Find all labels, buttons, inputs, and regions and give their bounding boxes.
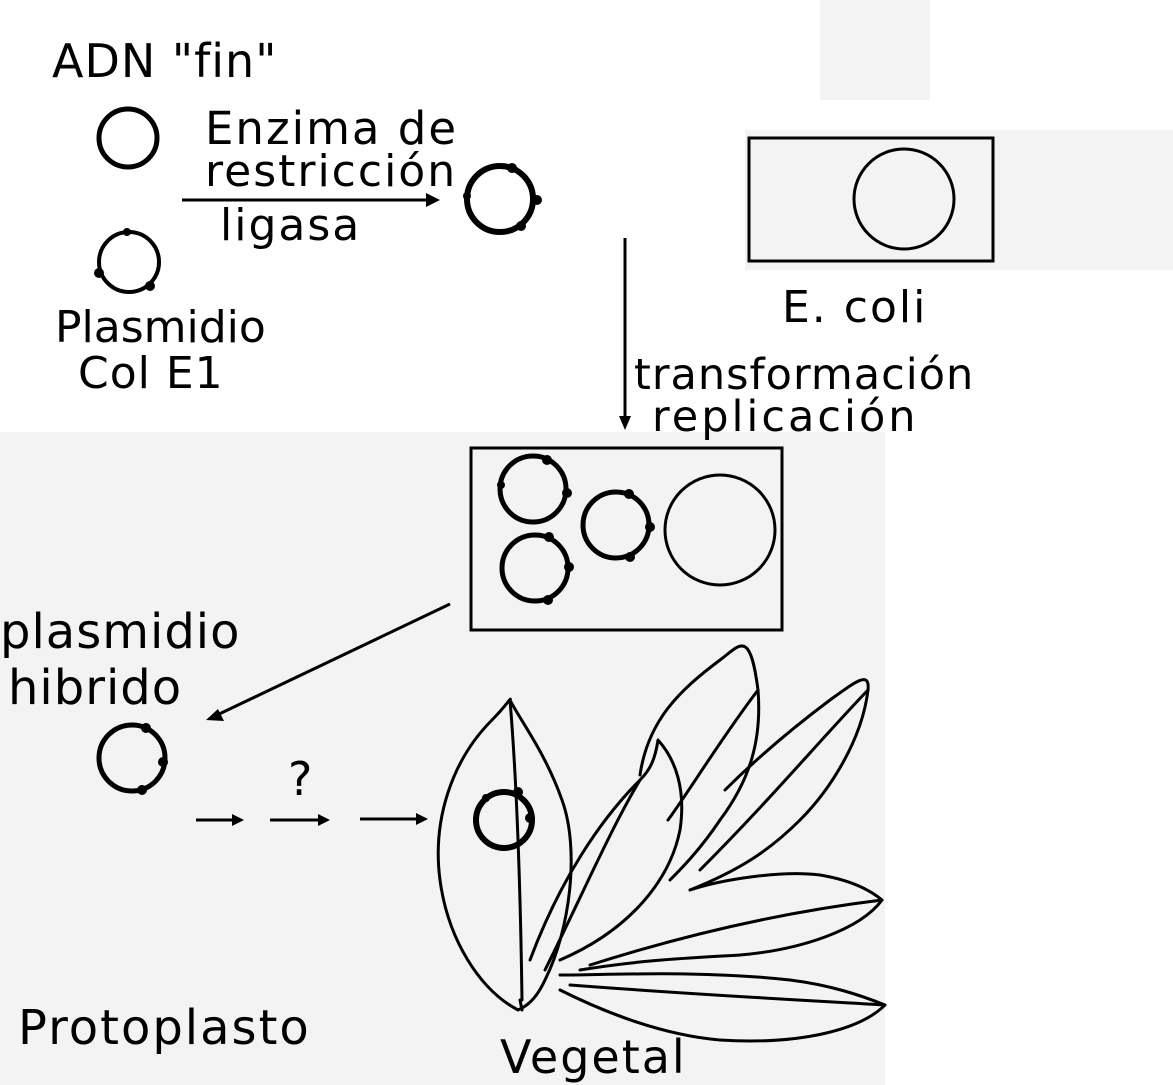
restriccion-label: restricción	[205, 146, 457, 197]
hybrid-plasmid-copy	[502, 535, 568, 601]
plant-drawing	[438, 646, 885, 1041]
restriction-site-dot	[145, 281, 155, 291]
restriction-site-dot	[497, 481, 505, 489]
vegetal-label: Vegetal	[500, 1030, 687, 1084]
adn-fin-circle	[99, 109, 157, 167]
hybrid-arrow-head	[206, 709, 224, 721]
restriction-site-dot	[525, 813, 535, 823]
restriction-site-dot	[516, 221, 526, 231]
plasmidio-label: Plasmidio	[55, 302, 266, 353]
restriction-site-dot	[158, 757, 168, 767]
restriction-site-dot	[564, 562, 574, 572]
protoplasto-label: Protoplasto	[18, 1000, 311, 1056]
restriction-site-dot	[543, 595, 553, 605]
restriction-site-dot	[542, 455, 552, 465]
hybrid-plasmid-copy	[500, 456, 566, 522]
restriction-site-dot	[94, 268, 104, 278]
plasmidio-hibrido-circle	[99, 725, 165, 791]
restriction-site-dot	[544, 532, 554, 542]
hibrido-label: hibrido	[8, 660, 182, 716]
restriction-site-dot	[507, 163, 517, 173]
restriction-site-dot	[141, 723, 151, 733]
col-e1-label: Col E1	[78, 348, 224, 399]
restriction-site-dot	[624, 489, 634, 499]
restriction-site-dot	[532, 195, 542, 205]
restriction-site-dot	[463, 192, 471, 200]
restriction-site-dot	[482, 794, 490, 802]
restriction-site-dot	[137, 785, 147, 795]
hybrid-arrow	[215, 604, 450, 716]
transfer-arrow-head	[232, 814, 244, 826]
transfer-arrow-head	[318, 814, 330, 826]
plasmidio-hibrido-label: plasmidio	[0, 604, 241, 660]
restriction-site-dot	[645, 522, 655, 532]
ecoli-chromosome-circle	[665, 475, 775, 585]
transformation-arrow-head	[619, 416, 631, 430]
restriction-site-dot	[562, 488, 572, 498]
replicacion-label: replicación	[652, 392, 919, 442]
ecoli-chromosome-circle	[854, 149, 954, 249]
restriction-site-dot	[123, 228, 131, 236]
restriction-site-dot	[513, 787, 523, 797]
question-mark: ?	[288, 752, 312, 806]
adn-fin-label: ADN "fin"	[52, 34, 277, 88]
restriction-site-dot	[625, 552, 635, 562]
ecoli-cell-box	[749, 138, 993, 261]
transfer-arrow-head	[416, 813, 428, 825]
ligasa-label: ligasa	[220, 200, 361, 251]
ecoli-label: E. coli	[782, 282, 927, 333]
hybrid-plasmid-copy	[583, 492, 649, 558]
